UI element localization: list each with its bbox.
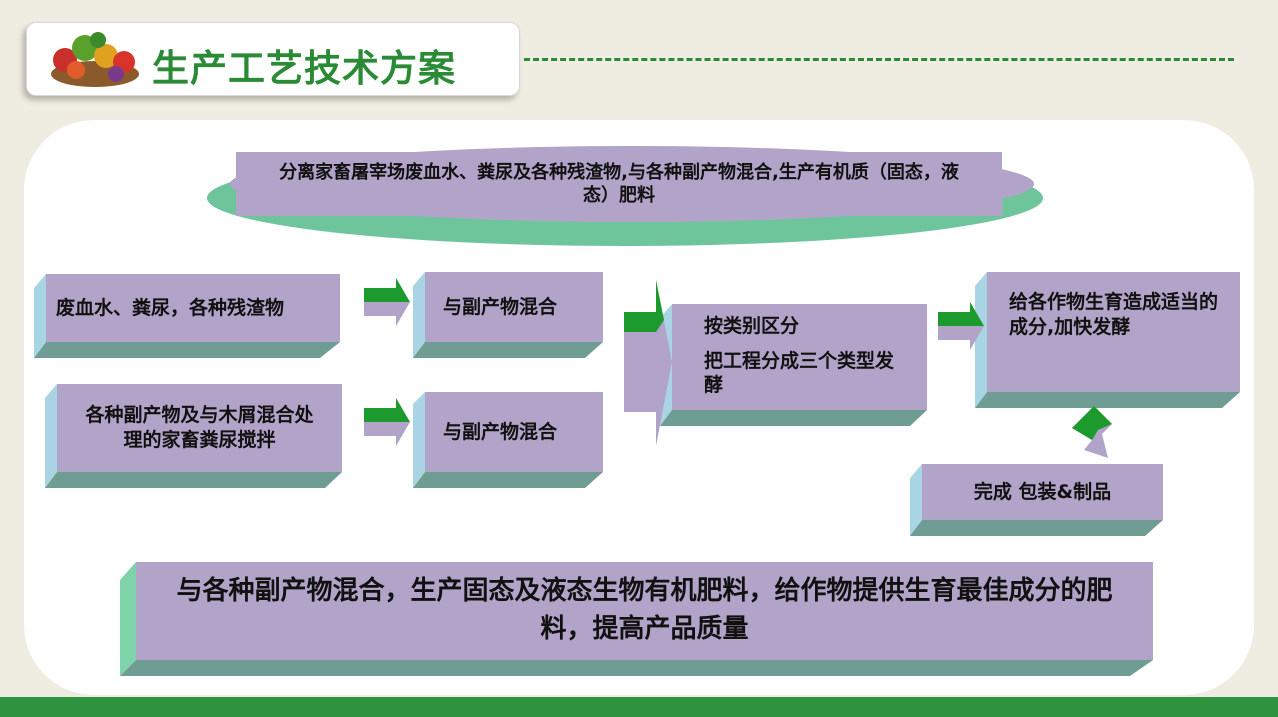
box-waste-text: 废血水、粪尿，各种残渣物: [56, 296, 285, 319]
bottom-bar: [0, 697, 1278, 717]
box-waste: 废血水、粪尿，各种残渣物: [46, 274, 340, 342]
box-classify-line1: 按类别区分: [704, 315, 800, 337]
box-byproduct-text: 各种副产物及与木屑混合处理的家畜粪尿搅拌: [85, 404, 314, 451]
box-nutrient-text: 给各作物生育造成适当的成分,加快发酵: [1009, 291, 1219, 338]
arrow-right-icon-1: [364, 278, 410, 326]
box-byproduct: 各种副产物及与木屑混合处理的家畜粪尿搅拌: [57, 384, 342, 472]
box-mix-1: 与副产物混合: [425, 272, 603, 342]
box-mix-2: 与副产物混合: [425, 392, 603, 472]
arrow-down-icon: [1072, 406, 1112, 458]
page-title: 生产工艺技术方案: [152, 47, 456, 90]
box-classify: 按类别区分 把工程分成三个类型发酵: [672, 304, 927, 410]
bottom-banner-text: 与各种副产物混合，生产固态及液态生物有机肥料，给作物提供生育最佳成分的肥料，提高…: [176, 576, 1113, 644]
vegetable-basket-icon: [51, 32, 139, 87]
arrow-right-icon-2: [364, 398, 410, 446]
bottom-banner: 与各种副产物混合，生产固态及液态生物有机肥料，给作物提供生育最佳成分的肥料，提高…: [136, 562, 1153, 660]
box-mix-2-text: 与副产物混合: [443, 420, 558, 443]
arrow-right-icon-4: [938, 302, 984, 350]
box-finish: 完成 包装&制品: [922, 464, 1163, 520]
box-classify-line2: 把工程分成三个类型发酵: [704, 349, 895, 397]
box-nutrient: 给各作物生育造成适当的成分,加快发酵: [987, 272, 1240, 392]
box-mix-1-text: 与副产物混合: [443, 295, 558, 318]
box-finish-text: 完成 包装&制品: [973, 480, 1112, 503]
top-process-summary: 分离家畜屠宰场废血水、粪尿及各种残渣物,与各种副产物混合,生产有机质（固态，液态…: [236, 152, 1002, 216]
title-divider: [524, 58, 1234, 61]
arrow-right-icon-3: [624, 280, 672, 446]
top-summary-text: 分离家畜屠宰场废血水、粪尿及各种残渣物,与各种副产物混合,生产有机质（固态，液态…: [279, 161, 959, 206]
